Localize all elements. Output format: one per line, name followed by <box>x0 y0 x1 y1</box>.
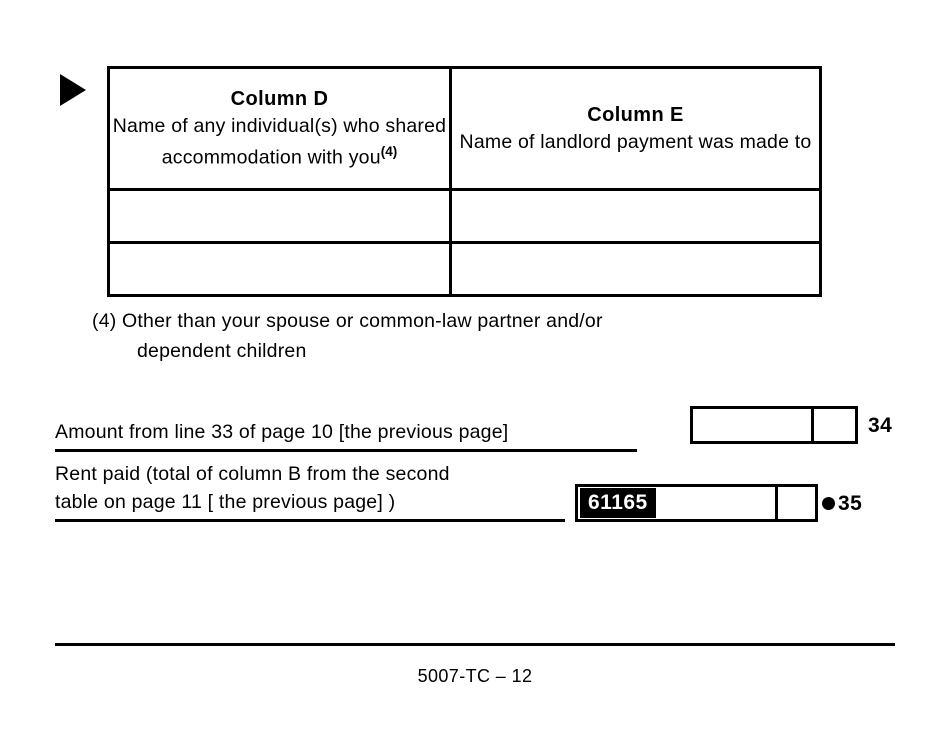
line-34-dollars-field[interactable] <box>693 409 811 441</box>
table-row <box>107 241 822 297</box>
column-d-description: Name of any individual(s) who shared acc… <box>110 113 449 172</box>
line-35-row: Rent paid (total of column B from the se… <box>55 460 565 522</box>
bullet-dot-icon <box>822 497 835 510</box>
line-34-row: Amount from line 33 of page 10 [the prev… <box>55 418 637 452</box>
table-header-row: Column D Name of any individual(s) who s… <box>107 66 822 191</box>
line-34-number: 34 <box>868 414 893 437</box>
footnote-line-2: dependent children <box>137 340 307 362</box>
footnote-4: (4) Other than your spouse or common-law… <box>92 306 852 366</box>
line-35-value: 61165 <box>580 487 656 518</box>
column-e-description: Name of landlord payment was made to <box>459 130 812 153</box>
table-row <box>107 188 822 244</box>
footnote-line-1: (4) Other than your spouse or common-law… <box>92 310 603 332</box>
column-e-entry-cell-1[interactable] <box>449 188 822 244</box>
column-e-header: Column E Name of landlord payment was ma… <box>449 66 822 191</box>
column-d-entry-cell-2[interactable] <box>107 241 452 297</box>
triangle-right-icon <box>60 74 86 106</box>
column-d-description-text: Name of any individual(s) who shared acc… <box>112 114 447 169</box>
line-35-dollars-field[interactable]: 61165 <box>578 487 775 519</box>
line-35-cents-field[interactable] <box>775 487 815 519</box>
columns-de-table: Column D Name of any individual(s) who s… <box>107 66 822 297</box>
line-35-amount-box[interactable]: 61165 <box>575 484 818 522</box>
column-d-title: Column D <box>230 87 329 110</box>
column-d-header: Column D Name of any individual(s) who s… <box>107 66 452 191</box>
line-34-label: Amount from line 33 of page 10 [the prev… <box>55 418 637 452</box>
column-e-title: Column E <box>587 103 684 126</box>
line-34-cents-field[interactable] <box>811 409 855 441</box>
line-35-number: 35 <box>838 492 863 515</box>
line-35-label: Rent paid (total of column B from the se… <box>55 460 565 522</box>
footer-divider <box>55 643 895 646</box>
column-d-footnote-ref: (4) <box>380 144 398 160</box>
line-34-amount-box[interactable] <box>690 406 858 444</box>
column-e-entry-cell-2[interactable] <box>449 241 822 297</box>
column-d-entry-cell-1[interactable] <box>107 188 452 244</box>
footer-form-code: 5007-TC – 12 <box>417 666 533 686</box>
